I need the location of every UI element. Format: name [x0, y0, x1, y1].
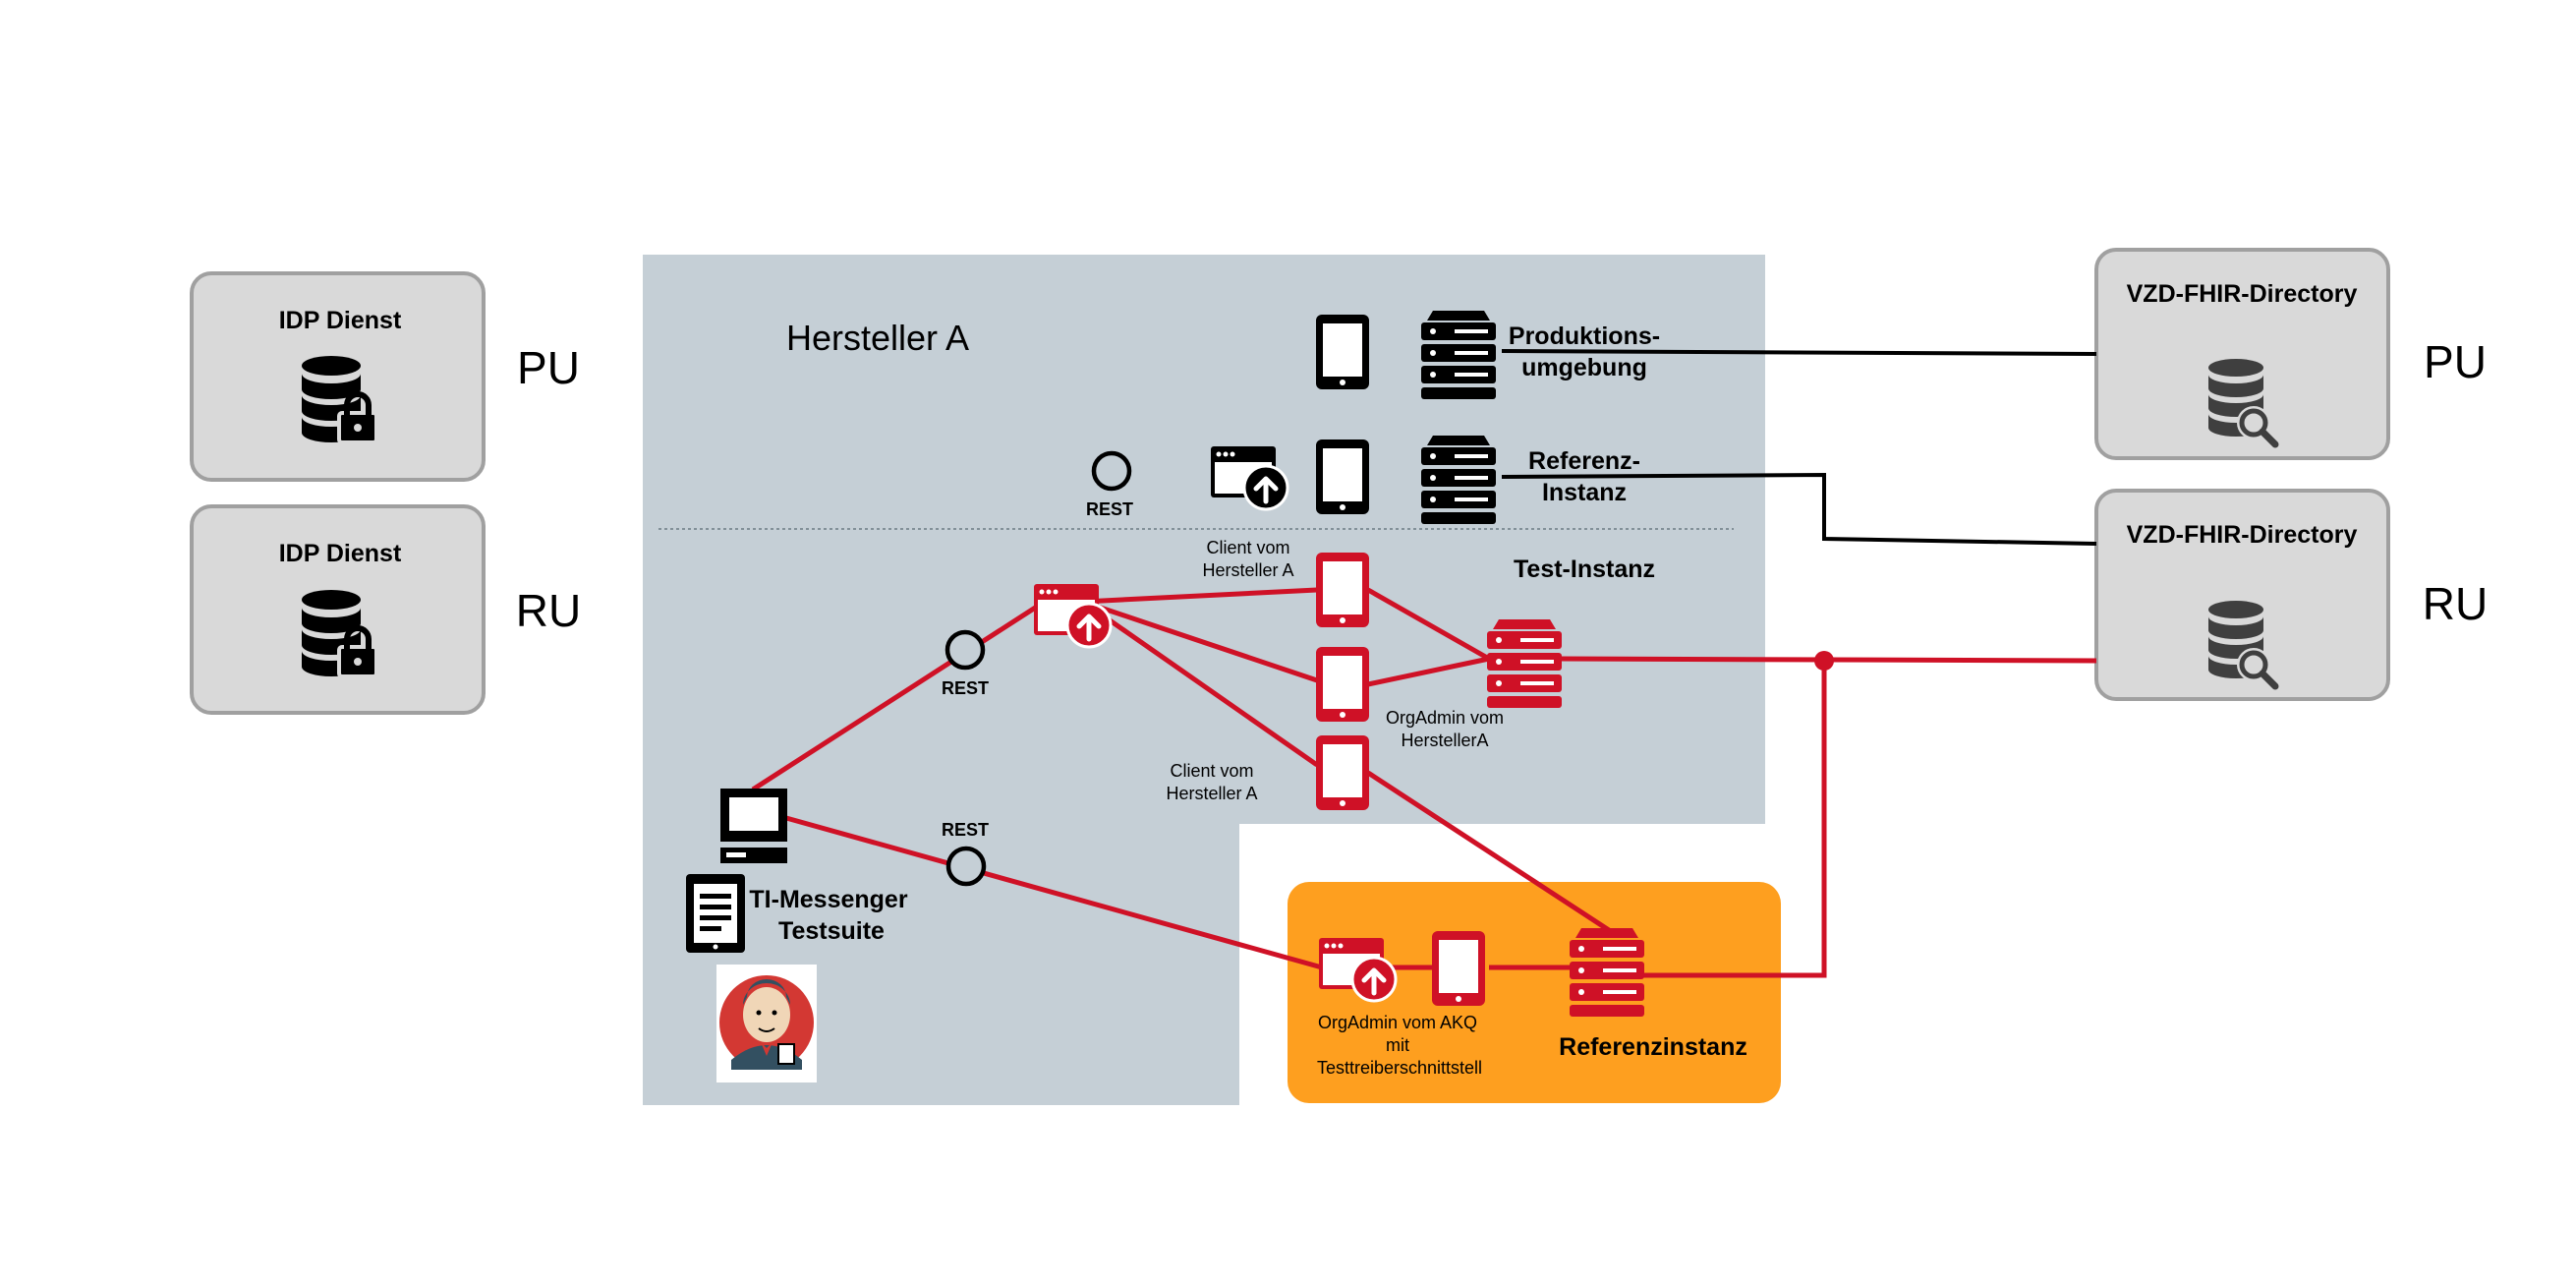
testsuite-label-2: Testsuite: [778, 917, 885, 945]
line-testsuite-rest-mid: [751, 602, 1042, 792]
rest-label-mid: REST: [942, 678, 989, 698]
client-top-label-2: Hersteller A: [1202, 560, 1293, 580]
akq-label-1: OrgAdmin vom AKQ: [1318, 1013, 1477, 1032]
document-icon: [686, 874, 745, 953]
ru-label-left: RU: [516, 585, 581, 636]
rest-label-low: REST: [942, 820, 989, 840]
rest-interface-icon-mid: [945, 629, 986, 671]
jenkins-logo: [716, 965, 817, 1082]
tablet-icon: [1316, 735, 1369, 810]
vzd-ru-title: VZD-FHIR-Directory: [2127, 521, 2358, 549]
orgadmin-label-1: OrgAdmin vom: [1386, 708, 1504, 728]
vzd-pu-title: VZD-FHIR-Directory: [2127, 280, 2358, 308]
ru-label-right: RU: [2423, 578, 2488, 629]
akq-label-2: mit: [1386, 1035, 1409, 1055]
line-app-tablet3: [1081, 599, 1319, 768]
vzd-ru-box: [2094, 489, 2390, 701]
hersteller-title: Hersteller A: [786, 318, 969, 358]
referenzinstanz-label: Referenzinstanz: [1559, 1033, 1747, 1061]
tablet-icon: [1316, 553, 1369, 627]
akq-label-3: Testtreiberschnittstell: [1317, 1058, 1482, 1078]
pu-label-right: PU: [2424, 336, 2487, 387]
computer-icon: [720, 789, 787, 863]
line-tablet3-referenz: [1366, 770, 1614, 935]
rest-label-top: REST: [1086, 499, 1133, 519]
tablet-icon: [1316, 439, 1369, 514]
line-referenz-vzd-ru: [1501, 472, 2097, 546]
line-produktion-vzd-pu: [1501, 349, 2097, 356]
tablet-icon: [1316, 647, 1369, 722]
referenz-label-1: Referenz-: [1528, 447, 1640, 475]
line-app-tablet1: [1082, 587, 1318, 605]
line-tablet2-server: [1367, 656, 1490, 687]
black-connections: [1501, 349, 2097, 546]
rest-interface-icon-low: [945, 846, 987, 887]
orgadmin-label-2: HerstellerA: [1401, 731, 1488, 750]
line-junction-referenz: [1639, 661, 1827, 978]
testsuite-label-1: TI-Messenger: [749, 886, 907, 913]
idp-ru-title: IDP Dienst: [279, 540, 402, 567]
idp-ru-box: [190, 504, 486, 715]
junction-dot: [1814, 651, 1834, 671]
produktion-label-2: umgebung: [1521, 354, 1647, 381]
client-top-label-1: Client vom: [1206, 538, 1289, 557]
tablet-icon: [1316, 315, 1369, 389]
rest-interface-icon-top: [1091, 450, 1132, 492]
referenz-label-2: Instanz: [1542, 479, 1627, 506]
referenzinstanz-box: [1288, 882, 1781, 1103]
line-testsuite-akq: [785, 815, 1323, 970]
line-app-tablet2: [1082, 599, 1318, 683]
test-instanz-label: Test-Instanz: [1514, 556, 1655, 583]
client-bottom-label-2: Hersteller A: [1166, 784, 1257, 803]
line-tablet1-server: [1366, 587, 1491, 662]
hersteller-region: [643, 255, 1765, 1105]
red-connections: [751, 587, 2097, 978]
tablet-icon: [1432, 931, 1485, 1006]
produktion-label-1: Produktions-: [1509, 322, 1660, 350]
idp-pu-title: IDP Dienst: [279, 307, 402, 334]
idp-pu-box: [190, 271, 486, 482]
client-bottom-label-1: Client vom: [1170, 761, 1253, 781]
pu-label-left: PU: [517, 342, 580, 393]
